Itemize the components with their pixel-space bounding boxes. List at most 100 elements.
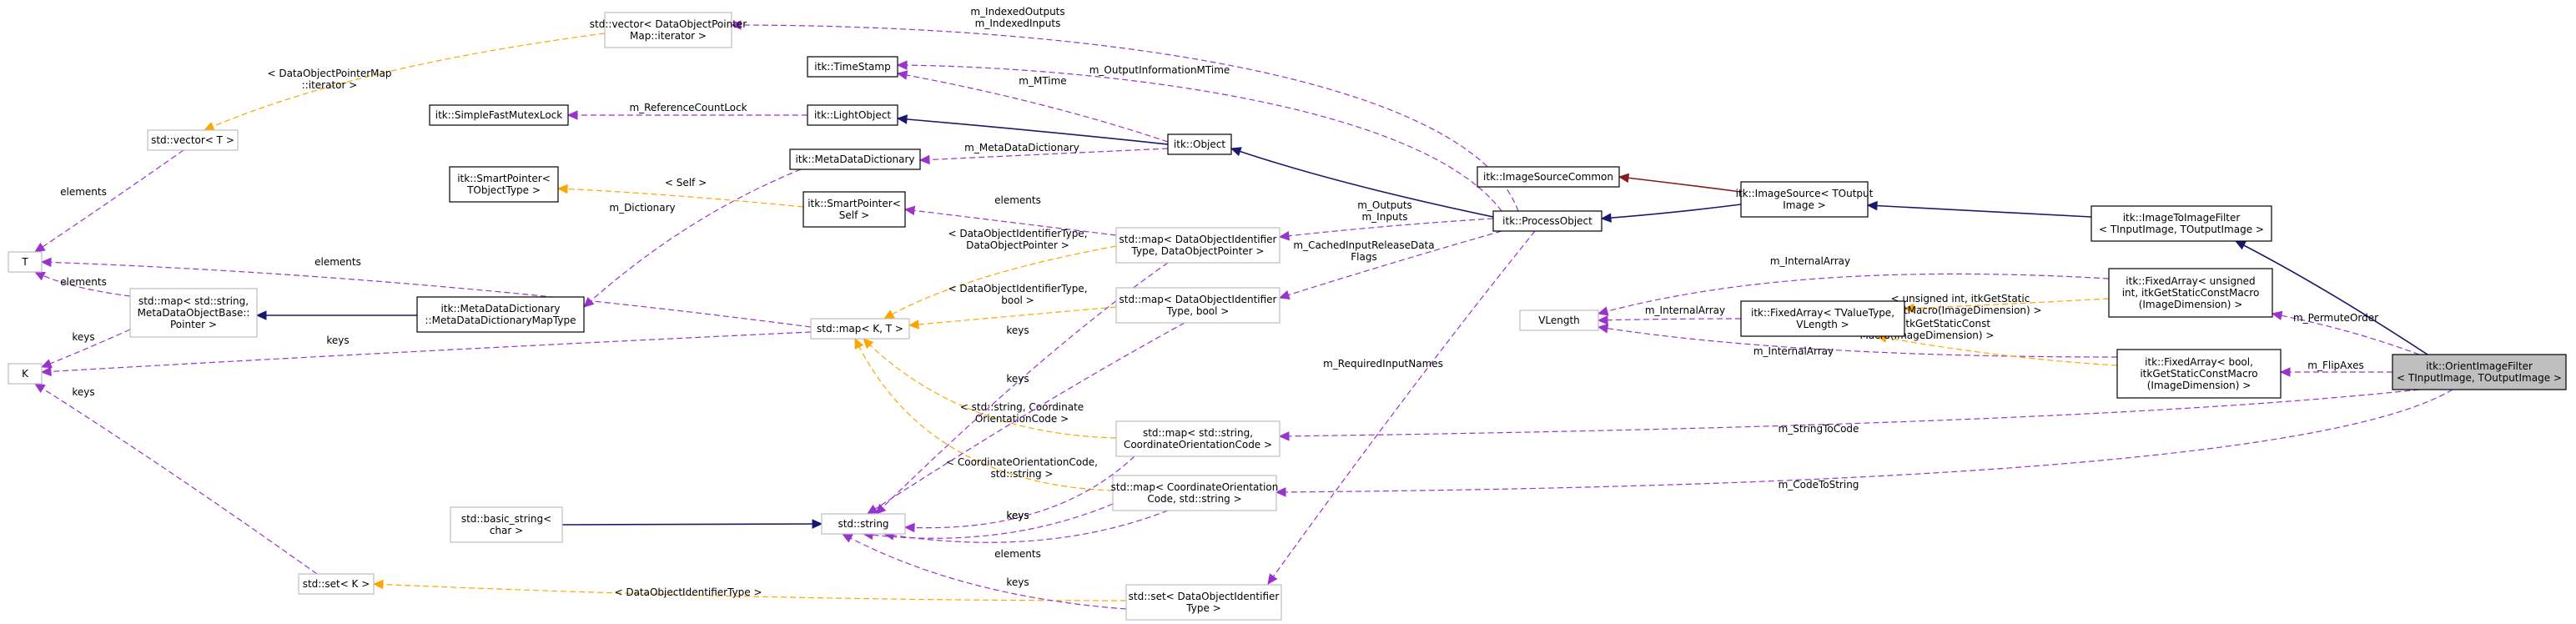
edge-line: [41, 261, 812, 328]
node-box[interactable]: [2108, 268, 2273, 318]
node-box[interactable]: [1115, 287, 1280, 324]
node-map-k-t[interactable]: std::map< K, T >: [810, 318, 910, 340]
node-set-k[interactable]: std::set< K >: [298, 573, 375, 595]
edge-line: [34, 271, 131, 297]
node-box[interactable]: [429, 104, 569, 126]
node-label: itk::FixedArray< bool,itkGetStaticConstM…: [2140, 356, 2257, 391]
edge-label-line: < DataObjectIdentifierType,: [948, 228, 1087, 239]
node-label-line: itk::TimeStamp: [814, 61, 890, 73]
node-timestamp[interactable]: itk::TimeStamp: [807, 56, 898, 78]
node-fixedarray-bool[interactable]: itk::FixedArray< bool,itkGetStaticConstM…: [2116, 349, 2282, 399]
node-box[interactable]: [416, 296, 585, 333]
node-label-line: VLength: [1538, 315, 1580, 326]
node-box[interactable]: [1740, 300, 1905, 337]
node-map-string-code[interactable]: std::map< std::string,CoordinateOrientat…: [1115, 420, 1280, 457]
node-box[interactable]: [1477, 166, 1620, 188]
node-fixedarray-t[interactable]: itk::FixedArray< TValueType,VLength >: [1740, 300, 1905, 337]
node-box[interactable]: [8, 363, 43, 385]
edge-smartptr_self-to-smartptr_tobj: < Self >: [556, 177, 804, 208]
node-box[interactable]: [810, 318, 910, 340]
node-label-line: Self >: [839, 209, 869, 221]
node-box[interactable]: [1115, 227, 1280, 264]
node-map-string-metadata[interactable]: std::map< std::string,MetaDataObjectBase…: [129, 288, 258, 338]
node-box[interactable]: [449, 166, 559, 203]
node-mutexlock[interactable]: itk::SimpleFastMutexLock: [429, 104, 569, 126]
edge-set_dataobj-to-string: keys: [841, 533, 1127, 610]
node-label-line: itk::MetaDataDictionary: [795, 153, 914, 165]
node-object[interactable]: itk::Object: [1167, 133, 1232, 155]
node-label-line: itk::SmartPointer<: [457, 173, 551, 184]
edge-label-string-to-code: m_StringToCode: [1779, 423, 1859, 435]
edge-label-elements-str: elements: [994, 548, 1041, 560]
node-box[interactable]: [8, 251, 43, 273]
edge-fixedarray_bool-to-vlength: m_InternalArray: [1597, 324, 2118, 358]
node-box[interactable]: [2392, 354, 2567, 390]
node-string[interactable]: std::string: [821, 513, 906, 535]
node-box[interactable]: [1115, 420, 1280, 457]
node-imagesourcecommon[interactable]: itk::ImageSourceCommon: [1477, 166, 1620, 188]
edge-label-metadata-dict: m_MetaDataDictionary: [964, 142, 1079, 153]
node-t[interactable]: T: [8, 251, 43, 273]
node-box[interactable]: [1492, 210, 1602, 232]
node-label-line: MetaDataObjectBase::: [138, 307, 250, 319]
node-box[interactable]: [450, 506, 563, 543]
node-box[interactable]: [1519, 309, 1599, 331]
node-smartptr-self[interactable]: itk::SmartPointer<Self >: [802, 191, 906, 228]
node-box[interactable]: [129, 288, 258, 338]
arrowhead: [875, 503, 887, 515]
node-metadatadict[interactable]: itk::MetaDataDictionary: [789, 148, 921, 170]
edge-label-output-info-mtime: m_OutputInformationMTime: [1089, 64, 1230, 76]
node-orient[interactable]: itk::OrientImageFilter< TInputImage, TOu…: [2392, 354, 2567, 390]
node-label: std::vector< T >: [151, 134, 234, 146]
node-box[interactable]: [604, 12, 732, 48]
node-box[interactable]: [1740, 181, 1869, 218]
edge-line: [863, 338, 1117, 439]
node-label-line: std::set< DataObjectIdentifier: [1129, 591, 1280, 602]
node-vlength[interactable]: VLength: [1519, 309, 1599, 331]
edge-lightobject-to-mutexlock: m_ReferenceCountLock: [566, 102, 808, 120]
node-smartptr-tobj[interactable]: itk::SmartPointer<TObjectType >: [449, 166, 559, 203]
arrowhead: [1597, 315, 1608, 325]
node-box[interactable]: [1167, 133, 1232, 155]
edge-label-line: std::string >: [991, 468, 1054, 480]
node-box[interactable]: [2116, 349, 2282, 399]
node-box[interactable]: [802, 191, 906, 228]
node-lightobject[interactable]: itk::LightObject: [807, 104, 898, 126]
node-vector-t[interactable]: std::vector< T >: [147, 129, 239, 151]
node-k[interactable]: K: [8, 363, 43, 385]
edge-imagetoimage-to-imagesource: [1866, 200, 2092, 218]
edge-map_dataobj_ptr-to-map_k_t: < DataObjectIdentifierType,DataObjectPoi…: [883, 228, 1117, 320]
edge-label-keys-bool: keys: [1006, 373, 1029, 385]
node-box[interactable]: [789, 148, 921, 170]
arrowhead: [40, 366, 52, 377]
node-box[interactable]: [1112, 475, 1277, 511]
node-box[interactable]: [2090, 205, 2272, 242]
node-box[interactable]: [807, 104, 898, 126]
edge-imagesource-to-processobject: [1600, 204, 1742, 223]
node-box[interactable]: [298, 573, 375, 595]
node-imagetoimage[interactable]: itk::ImageToImageFilter< TInputImage, TO…: [2090, 205, 2272, 242]
arrowhead: [2234, 240, 2246, 250]
edge-label-line: m_MetaDataDictionary: [964, 142, 1079, 153]
node-metadatadictmaptype[interactable]: itk::MetaDataDictionary::MetaDataDiction…: [416, 296, 585, 333]
node-box[interactable]: [807, 56, 898, 78]
node-box[interactable]: [147, 129, 239, 151]
edge-label-elements-sp: elements: [994, 194, 1041, 206]
node-label: itk::ProcessObject: [1502, 215, 1592, 227]
edge-label-line: m_ReferenceCountLock: [629, 102, 747, 113]
node-basic-string[interactable]: std::basic_string<char >: [450, 506, 563, 543]
node-label-line: itk::FixedArray< bool,: [2145, 356, 2253, 368]
node-box[interactable]: [821, 513, 906, 535]
node-processobject[interactable]: itk::ProcessObject: [1492, 210, 1602, 232]
edge-line: [908, 306, 1117, 326]
node-box[interactable]: [1125, 584, 1282, 621]
